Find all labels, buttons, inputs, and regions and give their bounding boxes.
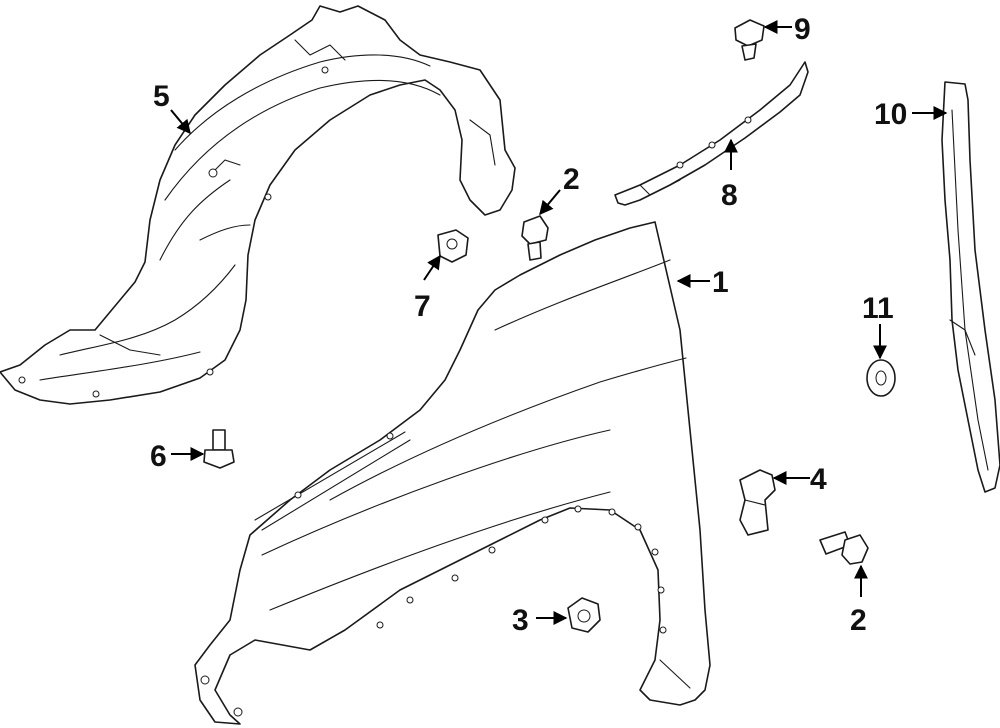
leader-7 <box>423 254 441 281</box>
bolt-upper-part <box>521 215 549 261</box>
clip-seven-part <box>437 229 469 263</box>
callout-5: 5 <box>153 80 170 113</box>
front-fender-part <box>194 221 711 725</box>
callout-6: 6 <box>150 440 167 473</box>
nut-part <box>567 597 601 633</box>
callout-2b: 2 <box>850 604 867 637</box>
grommet-part <box>866 359 896 397</box>
fender-seal-part <box>941 81 1000 493</box>
callout-8: 8 <box>721 179 738 212</box>
leader-5 <box>170 109 191 135</box>
callout-4: 4 <box>810 463 827 496</box>
callout-11: 11 <box>862 292 894 325</box>
bolt-lower-part <box>819 531 869 565</box>
callout-9: 9 <box>794 13 811 46</box>
callout-1: 1 <box>712 266 729 299</box>
fender-liner-part <box>0 5 516 405</box>
callout-10: 10 <box>874 98 907 131</box>
fender-bracket-part <box>614 61 809 206</box>
bolt-six-part <box>203 429 235 469</box>
callout-3: 3 <box>512 604 529 637</box>
leader-2a <box>539 189 561 216</box>
small-bracket-part <box>739 469 776 536</box>
clip-nine-part <box>734 19 765 61</box>
callout-2a: 2 <box>563 163 580 196</box>
callout-7: 7 <box>414 290 431 323</box>
